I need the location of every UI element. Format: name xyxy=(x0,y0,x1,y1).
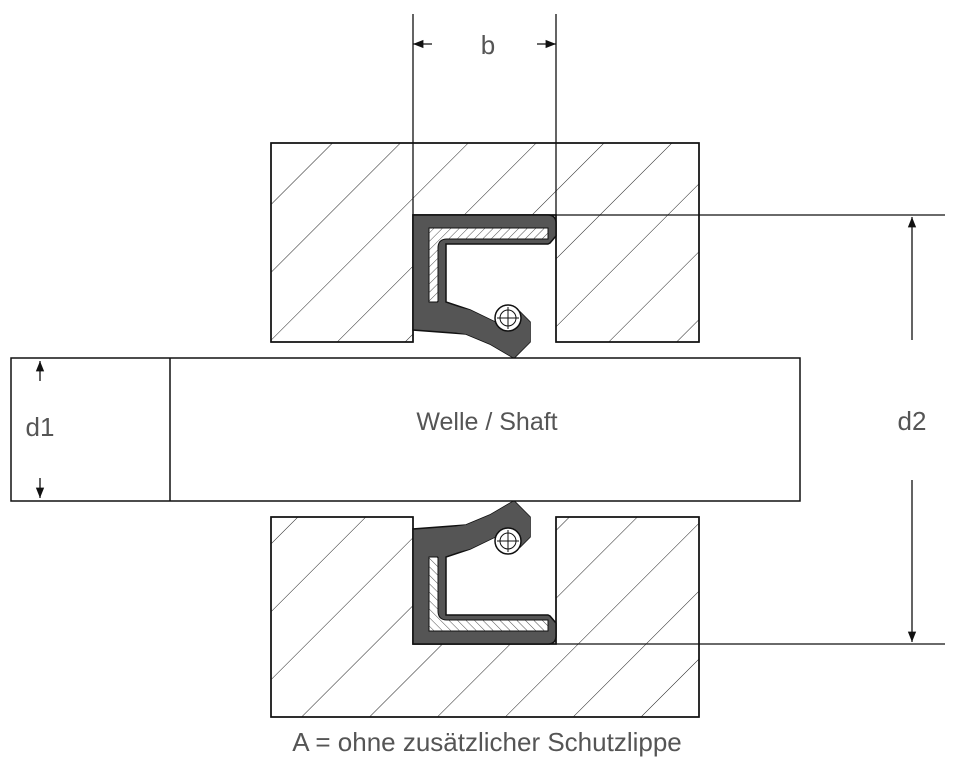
caption: A = ohne zusätzlicher Schutzlippe xyxy=(292,727,682,757)
label-b: b xyxy=(481,30,495,60)
shaft-label: Welle / Shaft xyxy=(416,408,557,436)
dimension-b: b xyxy=(412,14,557,215)
shaft: Welle / Shaft xyxy=(10,357,801,502)
housing-top xyxy=(270,142,700,343)
seal-top xyxy=(412,214,557,359)
seal-bottom xyxy=(412,500,557,645)
label-d2: d2 xyxy=(898,406,927,436)
dimension-d2: d2 xyxy=(556,214,945,645)
dimension-d1: d1 xyxy=(26,361,55,498)
label-d1: d1 xyxy=(26,412,55,442)
